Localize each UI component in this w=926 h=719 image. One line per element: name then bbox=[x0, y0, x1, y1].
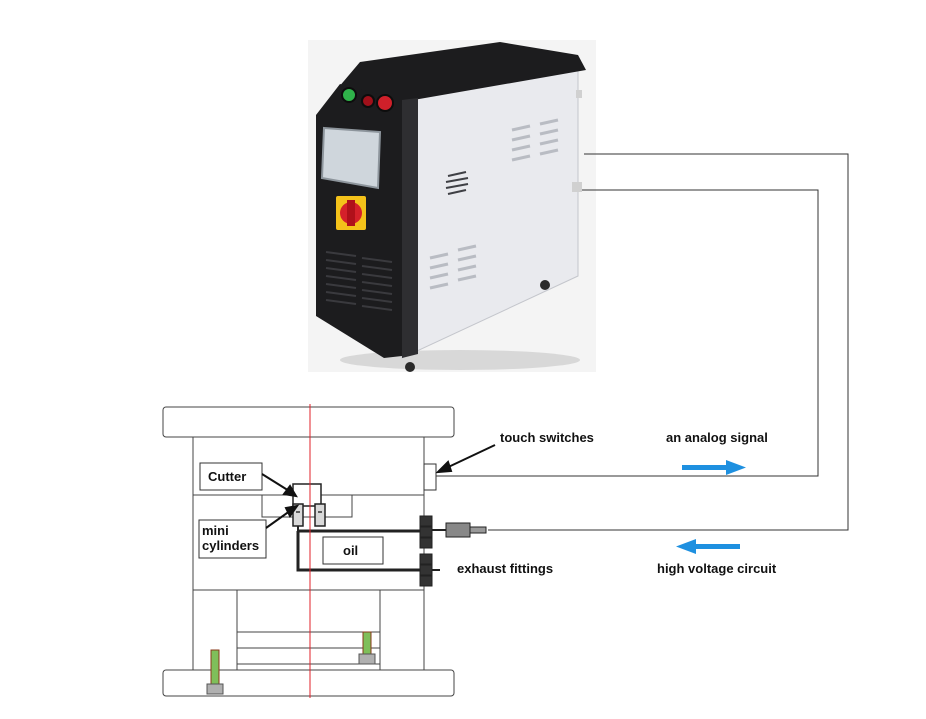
touch-screen bbox=[320, 126, 382, 190]
analog-signal-label: an analog signal bbox=[666, 430, 768, 445]
mini-cylinders-label: mini cylinders bbox=[202, 523, 259, 553]
green-lamp bbox=[341, 87, 357, 103]
emergency-stop-button bbox=[376, 94, 394, 112]
mini-cylinders-label-box bbox=[198, 519, 267, 559]
fitting-bottom-2 bbox=[419, 564, 433, 576]
parting-step bbox=[261, 495, 353, 518]
support-frame bbox=[192, 589, 425, 671]
mini-cylinder-right bbox=[314, 503, 326, 527]
cutter-label: Cutter bbox=[208, 469, 246, 484]
mini-cylinders-line-2: cylinders bbox=[202, 538, 259, 553]
ejector-plate-bottom bbox=[236, 647, 381, 665]
main-switch-handle bbox=[347, 200, 355, 226]
touch-switch-box bbox=[423, 463, 437, 491]
outlet-connector-mid bbox=[572, 182, 582, 192]
cutter-label-box bbox=[199, 462, 263, 491]
oil-label-box bbox=[322, 536, 384, 565]
support-leg-right bbox=[379, 589, 425, 671]
ejector-pin-right-head bbox=[358, 653, 376, 665]
outlet-connector-top bbox=[576, 90, 582, 98]
machine-bevel bbox=[402, 98, 418, 358]
fitting-top-1 bbox=[419, 515, 433, 527]
valve-tip bbox=[469, 526, 487, 534]
wheel-left bbox=[405, 362, 415, 372]
fitting-top-3 bbox=[419, 537, 433, 549]
pointer-arrows bbox=[261, 444, 496, 529]
fitting-top-2 bbox=[419, 526, 433, 538]
temperature-controller-machine bbox=[308, 40, 596, 372]
ejector-pin-left bbox=[210, 649, 220, 687]
mini-cylinders-line-1: mini bbox=[202, 523, 229, 538]
high-voltage-line bbox=[488, 153, 849, 531]
cutter-assembly bbox=[292, 483, 326, 527]
flow-arrow-right bbox=[682, 460, 746, 475]
cutter-head bbox=[292, 483, 322, 507]
flow-arrow-left bbox=[676, 539, 740, 554]
oil-label: oil bbox=[343, 543, 358, 558]
side-grille bbox=[445, 171, 469, 195]
machine-top-lid bbox=[338, 42, 586, 102]
ejector-pin-left-head bbox=[206, 683, 224, 695]
fitting-bottom-3 bbox=[419, 575, 433, 587]
wheel-right bbox=[540, 280, 550, 290]
high-voltage-label: high voltage circuit bbox=[657, 561, 777, 576]
front-vents bbox=[325, 251, 393, 311]
mini-cylinder-left bbox=[292, 503, 304, 527]
ejector-pins bbox=[206, 631, 376, 695]
analog-signal-line bbox=[436, 189, 819, 477]
side-vents bbox=[429, 118, 559, 290]
exhaust-fittings-label: exhaust fittings bbox=[457, 561, 553, 576]
touch-switches-label: touch switches bbox=[500, 430, 594, 445]
top-clamp-plate bbox=[162, 406, 455, 438]
oil-pipe-loop bbox=[296, 531, 430, 572]
fitting-bottom-1 bbox=[419, 553, 433, 565]
valve-connector bbox=[445, 522, 471, 538]
bottom-clamp-plate bbox=[162, 669, 455, 697]
signal-wiring bbox=[436, 153, 849, 531]
red-lamp bbox=[361, 94, 375, 108]
ejector-plate-top bbox=[236, 631, 381, 649]
exhaust-fittings-group bbox=[419, 515, 487, 587]
